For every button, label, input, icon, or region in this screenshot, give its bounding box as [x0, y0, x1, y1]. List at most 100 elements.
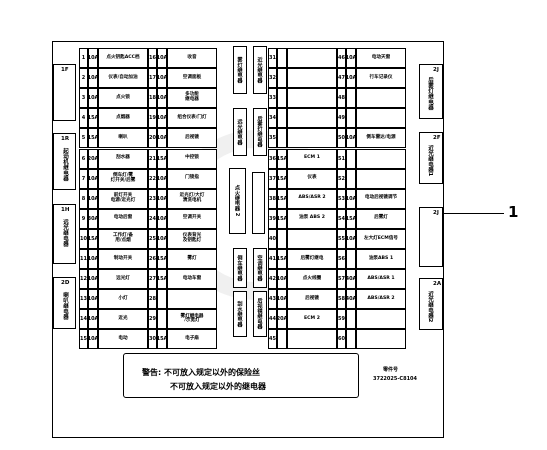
- fuse-left-n2: 16: [148, 48, 157, 69]
- fuse-left-n1: 8: [79, 188, 88, 209]
- fuse-left-a1: 10A: [88, 188, 98, 209]
- fuse-right-n2: 48: [337, 88, 346, 109]
- center-left-relay-1: 雾灯继电器: [233, 46, 247, 94]
- fuse-left-n1: 2: [79, 68, 88, 89]
- part-number-value: 3722025-C8104: [373, 376, 418, 382]
- fuse-left-a2: 10A: [157, 228, 167, 249]
- fuse-right-a2: [346, 108, 356, 129]
- fuse-left-a2: 15A: [157, 148, 167, 169]
- center-right-relay-2: 后雾灯继电器: [253, 108, 267, 156]
- relay-number: 1R: [61, 136, 70, 142]
- right-relay-3: 2J: [419, 207, 443, 267]
- warning-line-1: 警告: 不可放入规定以外的保险丝: [142, 368, 260, 377]
- fuse-right-l1: [287, 68, 337, 89]
- relay-number: 1H: [61, 207, 70, 213]
- relay-label: 喇叭继电器: [62, 292, 68, 320]
- fuse-right-n2: 54: [337, 208, 346, 229]
- fuse-left-l2: 空调开关: [167, 208, 217, 229]
- fuse-right-a2: 10A: [346, 48, 356, 69]
- fuse-right-l2: 倒车雷达/电源: [356, 128, 406, 149]
- fuse-right-l1: [287, 108, 337, 129]
- fuse-left-n1: 13: [79, 289, 88, 310]
- fuse-right-a1: 10A: [277, 269, 287, 290]
- fuse-left-n2: 18: [148, 88, 157, 109]
- fuse-left-l1: 制动开关: [98, 249, 148, 270]
- fuse-left-a1: 10A: [88, 329, 98, 350]
- fuse-right-n2: 47: [337, 68, 346, 89]
- fuse-right-a2: 10A: [346, 188, 356, 209]
- fuse-right-a1: [277, 48, 287, 69]
- fuse-right-a2: 10A: [346, 128, 356, 149]
- fuse-right-a2: 40A: [346, 289, 356, 310]
- relay-number: 2A: [433, 281, 442, 287]
- fuse-right-l1: [287, 128, 337, 149]
- fuse-right-l1: 仪表: [287, 168, 337, 189]
- fuse-right-l2: 油泵ABS 1: [356, 249, 406, 270]
- fuse-left-n1: 1: [79, 48, 88, 69]
- fuse-left-n1: 14: [79, 309, 88, 330]
- fuse-left-l1: 前灯开关 电源/近光灯: [98, 188, 148, 209]
- fuse-right-a1: 15A: [277, 168, 287, 189]
- fuse-right-l2: 左大灯ECM信号: [356, 228, 406, 249]
- warning-line-2: 不可放入规定以外的继电器: [170, 382, 266, 391]
- center-main-relay: 点火继电器 2: [229, 168, 246, 234]
- fuse-right-l1: ABS/ASR 2: [287, 188, 337, 209]
- fuse-right-n1: 36: [268, 148, 277, 169]
- fuse-right-a2: [346, 88, 356, 109]
- fuse-left-n2: 29: [148, 309, 157, 330]
- fuse-right-a2: 15A: [346, 208, 356, 229]
- fuse-right-n1: 40: [268, 228, 277, 249]
- fuse-right-n1: 39: [268, 208, 277, 229]
- fuse-left-n2: 26: [148, 249, 157, 270]
- fuse-right-l1: 后雾灯继电: [287, 249, 337, 270]
- fuse-left-a2: 10A: [157, 68, 167, 89]
- fuse-left-a2: 10A: [157, 208, 167, 229]
- fuse-left-a2: 15A: [157, 269, 167, 290]
- fuse-right-n1: 42: [268, 269, 277, 290]
- fuse-right-a2: [346, 329, 356, 350]
- fuse-left-n2: 24: [148, 208, 157, 229]
- fuse-right-a1: 10A: [277, 289, 287, 310]
- fuse-right-n2: 53: [337, 188, 346, 209]
- fuse-right-l2: ABS/ASR 1: [356, 269, 406, 290]
- relay-label: 近光继电器2: [427, 291, 433, 323]
- fuse-left-l1: 电动: [98, 329, 148, 350]
- fuse-left-a2: 15A: [157, 249, 167, 270]
- fuse-right-a1: 15A: [277, 249, 287, 270]
- relay-label: 近光继电器1: [427, 145, 433, 177]
- fuse-left-l2: 多功能 继电器: [167, 88, 217, 109]
- fuse-left-a1: 15A: [88, 128, 98, 149]
- fuse-left-n1: 6: [79, 148, 88, 169]
- fuse-right-l1: 后视镜: [287, 289, 337, 310]
- fuse-left-l2: 近光灯/大灯 清洗电机: [167, 188, 217, 209]
- fuse-right-l1: 油泵 ABS 2: [287, 208, 337, 229]
- fuse-right-a2: [346, 148, 356, 169]
- fuse-right-n1: 35: [268, 128, 277, 149]
- fuse-right-a1: [277, 228, 287, 249]
- fuse-left-l1: 点烟器: [98, 108, 148, 129]
- center-left-relay-4: 刮水继电器: [233, 291, 247, 337]
- fuse-left-n2: 23: [148, 188, 157, 209]
- fuse-left-n2: 30: [148, 329, 157, 350]
- fuse-left-l2: [167, 289, 217, 310]
- part-number-label: 零件号: [383, 367, 399, 373]
- fuse-right-l2: [356, 309, 406, 330]
- fuse-right-n2: 46: [337, 48, 346, 69]
- fuse-left-n1: 3: [79, 88, 88, 109]
- fuse-right-a2: [346, 249, 356, 270]
- fuse-right-a1: [277, 68, 287, 89]
- fuse-left-l1: 点火钥匙ACC档: [98, 48, 148, 69]
- fuse-right-a2: [346, 168, 356, 189]
- fuse-right-l2: [356, 168, 406, 189]
- fuse-left-l1: 电动后窗: [98, 208, 148, 229]
- fuse-left-l2: 电动车窗: [167, 269, 217, 290]
- fuse-right-l1: [287, 228, 337, 249]
- fuse-left-a1: 10A: [88, 88, 98, 109]
- fuse-left-l1: 刮水器: [98, 148, 148, 169]
- fuse-left-a2: 10A: [157, 48, 167, 69]
- fuse-right-a1: [277, 128, 287, 149]
- fuse-left-l1: 远光灯: [98, 269, 148, 290]
